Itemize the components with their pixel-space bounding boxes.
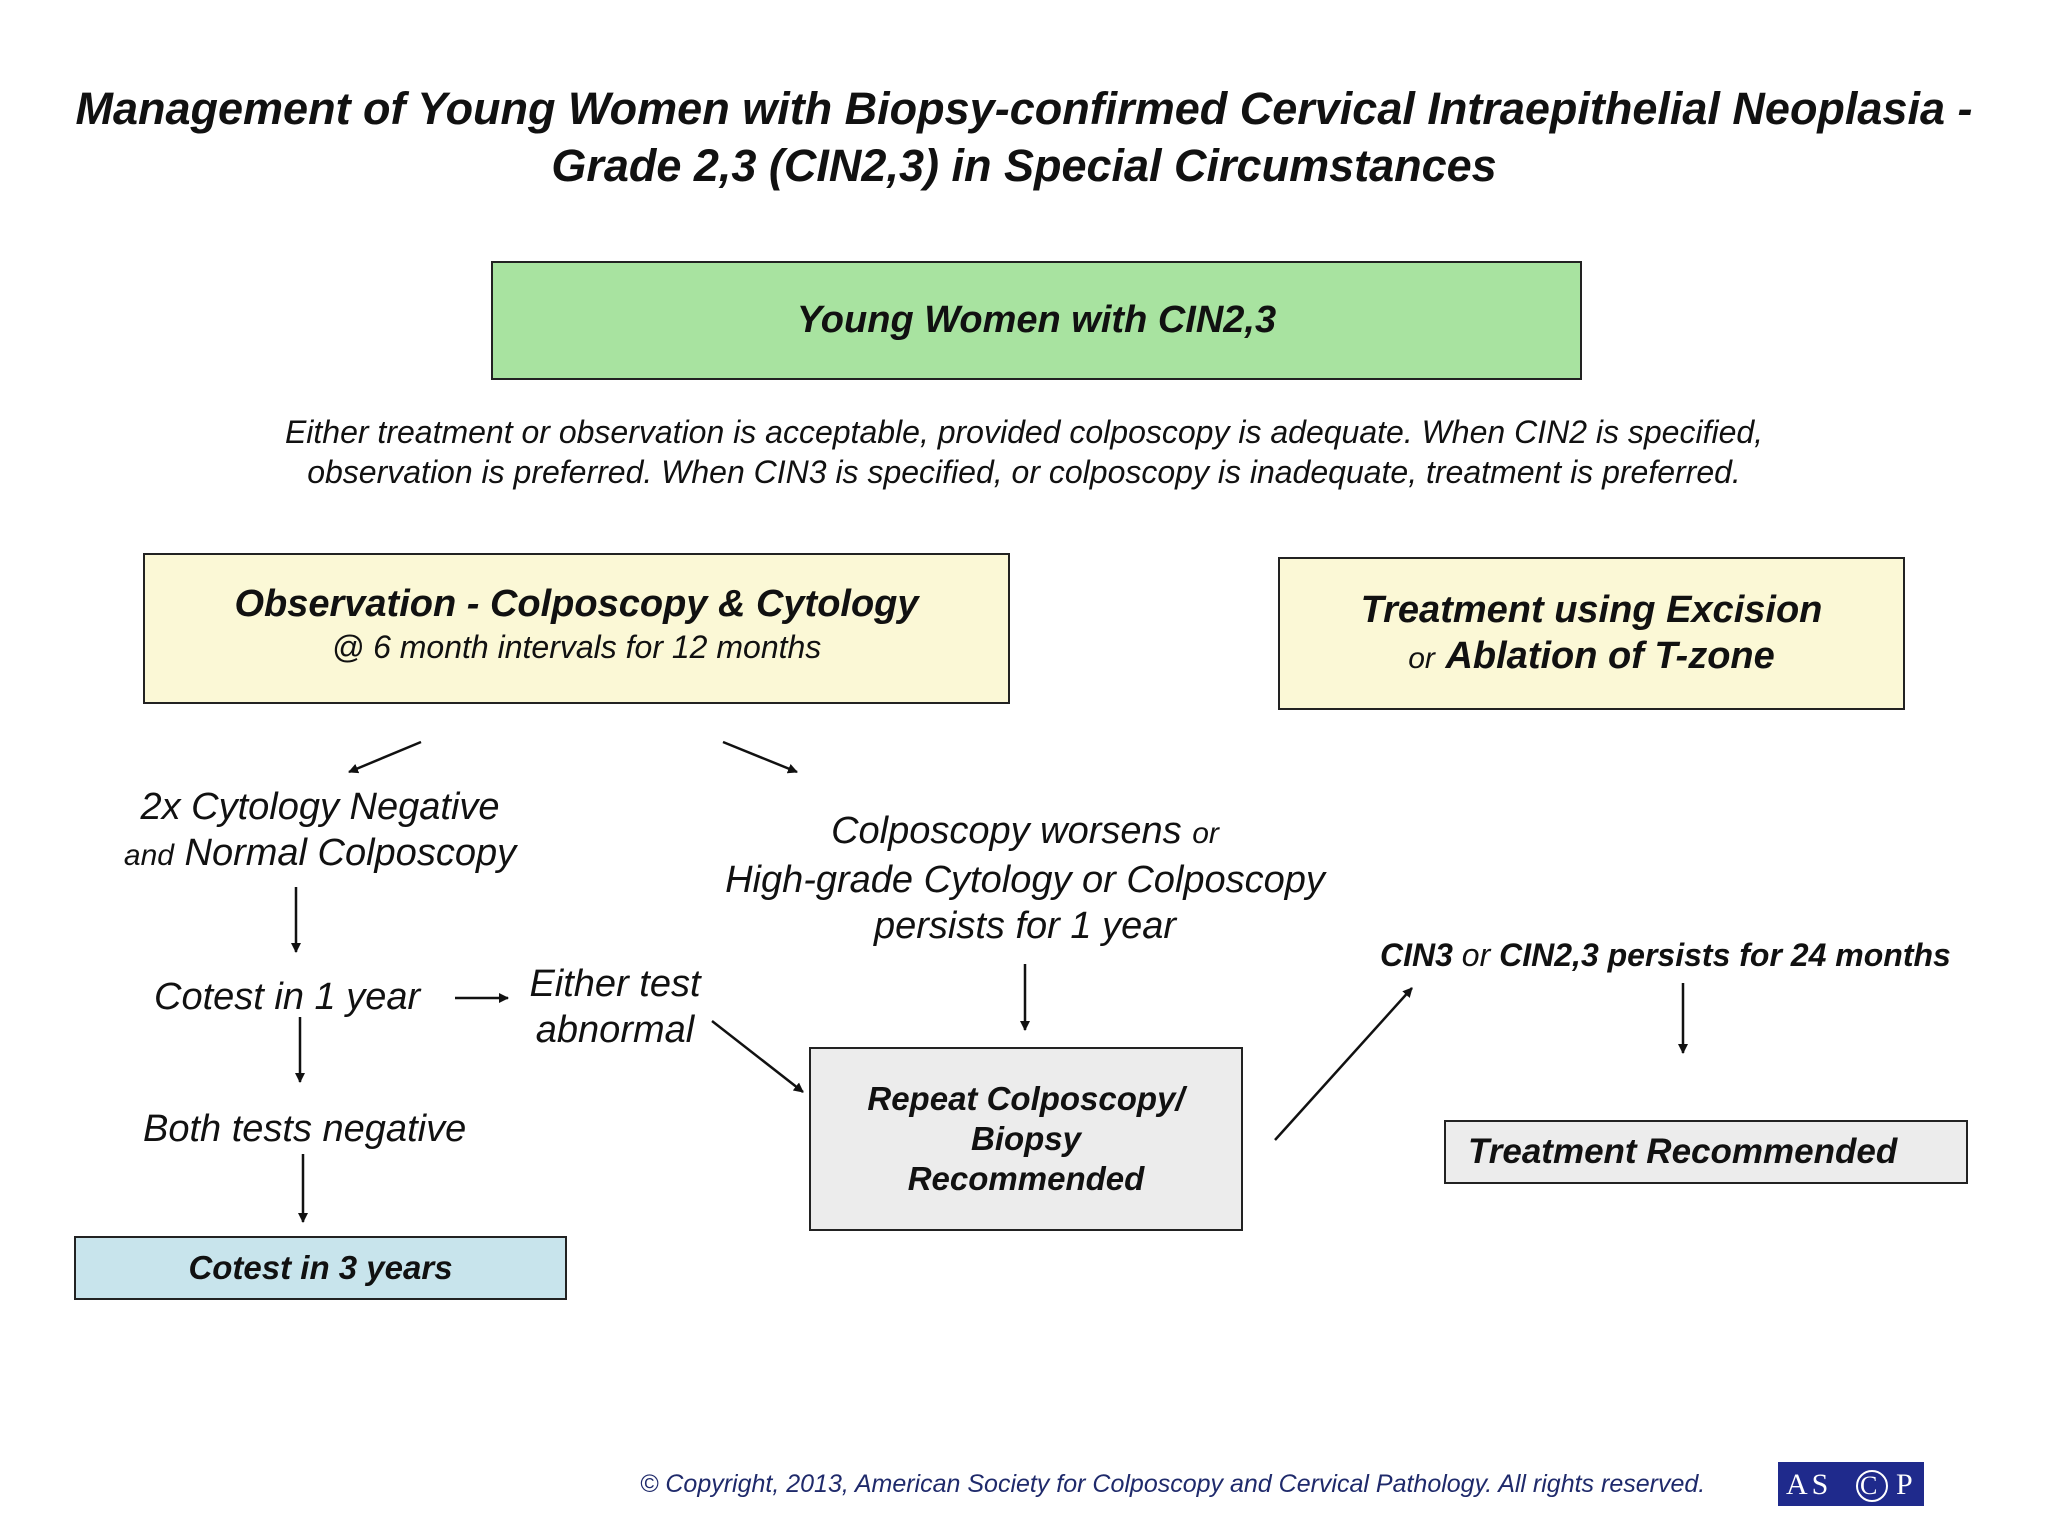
both-tests-negative-step: Both tests negative: [143, 1108, 467, 1150]
asccp-logo: AS C P: [1778, 1462, 1924, 1506]
treatment-recommended-box: Treatment Recommended: [1444, 1120, 1968, 1184]
cin23-persists-label: CIN2,3 persists for 24 months: [1499, 937, 1951, 973]
young-women-label: Young Women with CIN2,3: [796, 299, 1277, 341]
treatment-line-1: Treatment using Excision: [1360, 589, 1823, 631]
observation-subtitle: @ 6 month intervals for 12 months: [331, 629, 822, 665]
repeat-line-1: Repeat Colposcopy/: [867, 1080, 1185, 1117]
svg-text:AS: AS: [1786, 1468, 1832, 1501]
colposcopy-worsens-step: Colposcopy worsens or High-grade Cytolog…: [670, 808, 1380, 949]
note-line-2: observation is preferred. When CIN3 is s…: [307, 454, 1741, 490]
treatment-line-2-wrap: or Ablation of T-zone: [1280, 633, 1903, 682]
cytology-negative-and: and: [123, 839, 174, 872]
cytology-negative-line-1: 2x Cytology Negative: [140, 786, 500, 828]
asccp-logo-mark: AS C P: [1778, 1462, 1924, 1506]
colposcopy-worsens-or: or: [1192, 817, 1219, 850]
title-line-1: Management of Young Women with Biopsy-co…: [75, 83, 1973, 134]
page-title: Management of Young Women with Biopsy-co…: [0, 80, 2048, 194]
cin3-label: CIN3: [1380, 937, 1453, 973]
colposcopy-worsens-line-wrap: Colposcopy worsens or: [670, 808, 1380, 857]
guidance-note: Either treatment or observation is accep…: [0, 412, 2048, 492]
cotest-3-years-box: Cotest in 3 years: [74, 1236, 567, 1300]
arrow-either-to-repeat: [711, 1020, 804, 1093]
treatment-recommended-label: Treatment Recommended: [1468, 1132, 1898, 1171]
note-line-1: Either treatment or observation is accep…: [284, 414, 1764, 450]
cotest-1-year-step: Cotest in 1 year: [154, 976, 421, 1018]
colposcopy-worsens: Colposcopy worsens: [831, 810, 1182, 852]
either-test-line-1: Either test: [529, 963, 701, 1005]
observation-box: Observation - Colposcopy & Cytology @ 6 …: [143, 553, 1010, 704]
cytology-negative-step: 2x Cytology Negative and Normal Colposco…: [90, 784, 550, 879]
arrow-repeat-to-cin3: [1274, 987, 1413, 1141]
repeat-line-2: Biopsy: [970, 1120, 1082, 1157]
copyright-notice: © Copyright, 2013, American Society for …: [640, 1470, 1706, 1498]
cytology-negative-line-2-wrap: and Normal Colposcopy: [90, 830, 550, 879]
cin3-persists-step: CIN3 or CIN2,3 persists for 24 months: [1380, 935, 1951, 975]
persists-line: persists for 1 year: [874, 905, 1176, 947]
repeat-line-3: Recommended: [907, 1160, 1145, 1197]
either-test-line-2: abnormal: [535, 1009, 695, 1051]
cin3-or: or: [1461, 937, 1491, 973]
treatment-box: Treatment using Excision or Ablation of …: [1278, 557, 1905, 710]
high-grade-line: High-grade Cytology or Colposcopy: [725, 859, 1325, 901]
repeat-colposcopy-box: Repeat Colposcopy/ Biopsy Recommended: [809, 1047, 1243, 1231]
young-women-box: Young Women with CIN2,3: [491, 261, 1582, 380]
svg-text:C: C: [1860, 1471, 1877, 1500]
arrow-obs-to-worsens: [722, 740, 798, 774]
cytology-negative-line-2: Normal Colposcopy: [184, 832, 517, 874]
observation-title: Observation - Colposcopy & Cytology: [234, 583, 919, 625]
svg-text:P: P: [1896, 1468, 1913, 1501]
treatment-line-2: Ablation of T-zone: [1445, 635, 1775, 677]
title-line-2: Grade 2,3 (CIN2,3) in Special Circumstan…: [551, 140, 1497, 191]
cotest-3-years-label: Cotest in 3 years: [188, 1249, 453, 1286]
arrow-obs-to-negative: [348, 740, 422, 774]
treatment-or: or: [1408, 642, 1435, 675]
either-test-abnormal-step: Either test abnormal: [510, 961, 720, 1053]
